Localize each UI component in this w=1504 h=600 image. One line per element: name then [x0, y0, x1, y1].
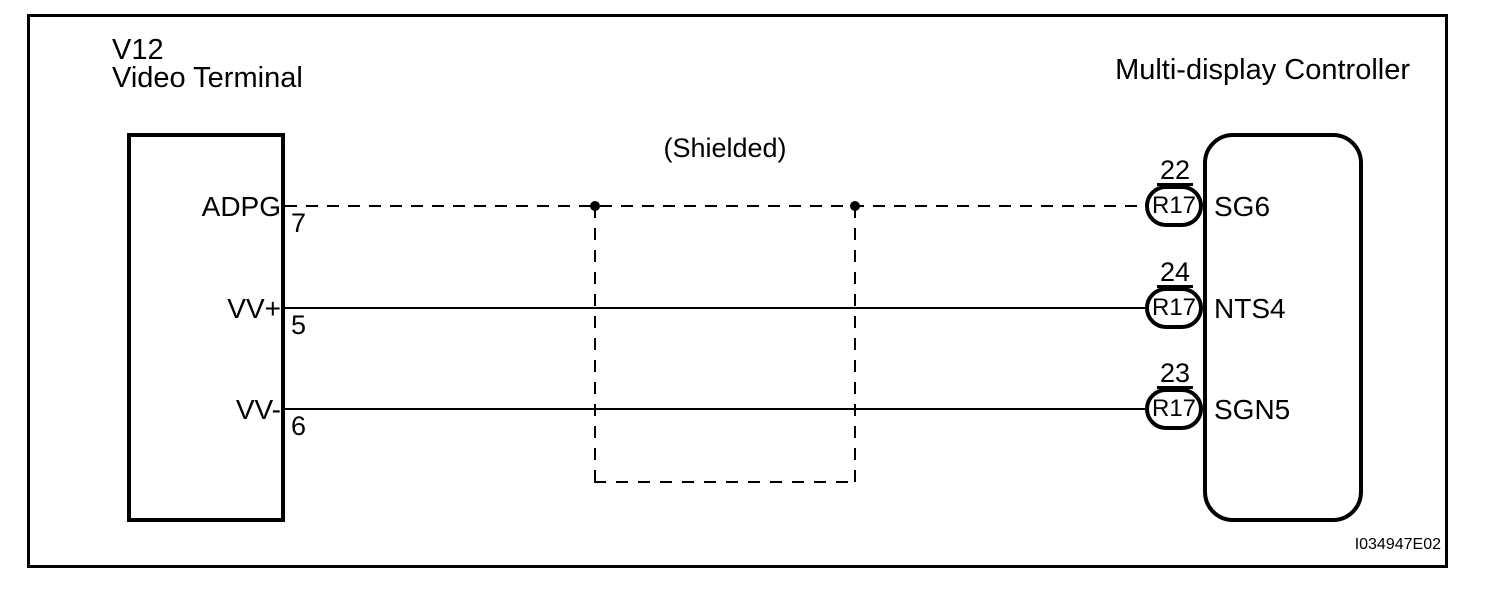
signal-name-sg6: SG6: [1214, 191, 1271, 222]
connector-pin-number-23: 23: [1143, 360, 1207, 389]
pin-name-adpg: ADPG: [201, 191, 281, 222]
figure-code: I034947E02: [1354, 536, 1441, 553]
left-component-code: V12: [112, 34, 164, 66]
connector-pin-number-22: 22: [1143, 157, 1207, 186]
shield-outline-left: [594, 206, 596, 483]
connector-pin-number-24-text: 24: [1156, 259, 1194, 288]
connector-pin-number-24: 24: [1143, 259, 1207, 288]
right-component-title: Multi-display Controller: [1115, 54, 1410, 86]
wire-vvplus-nts4: [285, 307, 1147, 309]
diagram-border: [27, 14, 1448, 568]
video-terminal-box: [127, 133, 285, 522]
signal-name-sgn5: SGN5: [1214, 394, 1291, 425]
shield-outline-bottom: [594, 481, 856, 483]
shield-outline-right: [854, 206, 856, 483]
pin-number-7: 7: [291, 208, 307, 238]
connector-oval-r17-row1: R17: [1145, 185, 1203, 227]
connector-oval-r17-row3: R17: [1145, 388, 1203, 430]
connector-pin-number-22-text: 22: [1156, 157, 1194, 186]
wire-adpg-sg6: [285, 205, 1147, 207]
shield-junction-dot-right: [850, 201, 860, 211]
pin-number-6: 6: [291, 411, 307, 441]
shield-label: (Shielded): [663, 133, 787, 163]
wire-vvminus-sgn5: [285, 408, 1147, 410]
left-component-title: V12 Video Terminal: [112, 34, 303, 94]
pin-number-5: 5: [291, 310, 307, 340]
connector-pin-number-23-text: 23: [1156, 360, 1194, 389]
pin-name-vvplus: VV+: [227, 293, 281, 324]
multi-display-controller-box: [1203, 133, 1363, 522]
shield-junction-dot-left: [590, 201, 600, 211]
pin-name-vvminus: VV-: [235, 394, 281, 425]
left-component-name: Video Terminal: [112, 62, 303, 94]
signal-name-nts4: NTS4: [1214, 293, 1286, 324]
connector-oval-r17-row2: R17: [1145, 287, 1203, 329]
